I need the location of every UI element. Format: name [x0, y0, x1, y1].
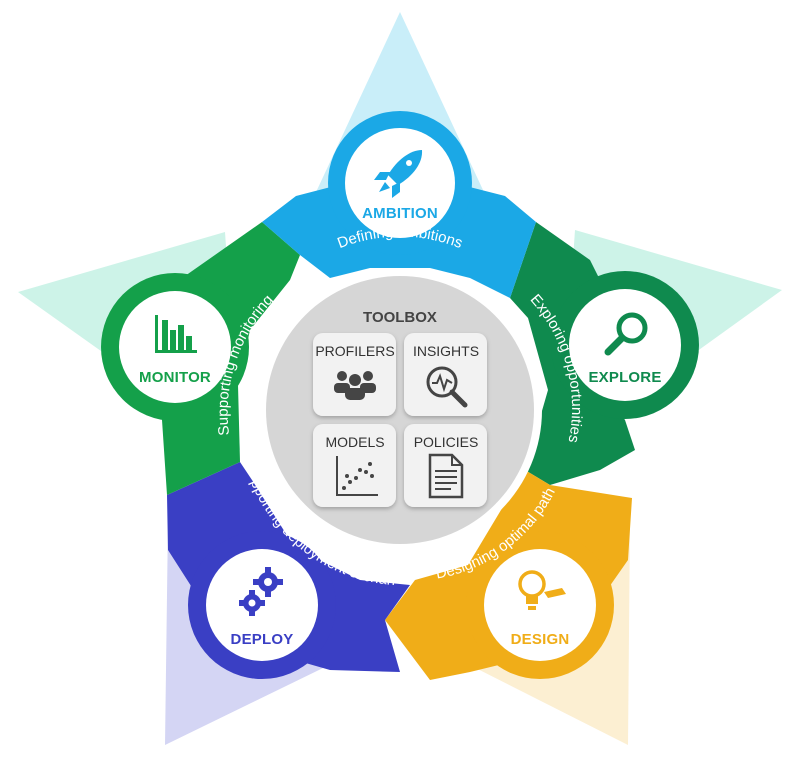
- document-icon: [428, 453, 464, 499]
- tile-insights[interactable]: INSIGHTS: [404, 333, 487, 416]
- explore-title: EXPLORE: [588, 369, 661, 386]
- tile-models[interactable]: MODELS: [313, 424, 396, 507]
- ambition-title: AMBITION: [362, 205, 438, 222]
- tile-policies[interactable]: POLICIES: [404, 424, 487, 507]
- design-title: DESIGN: [511, 631, 570, 648]
- magnifier-icon: [604, 312, 648, 356]
- toolbox: TOOLBOX PROFILERS INSIGHTS MODELS: [258, 268, 542, 552]
- analytics-magnifier-icon: [426, 366, 468, 408]
- tile-label-insights: INSIGHTS: [413, 343, 479, 359]
- tile-label-policies: POLICIES: [414, 434, 479, 450]
- tile-label-profilers: PROFILERS: [315, 343, 394, 359]
- toolbox-title: TOOLBOX: [363, 309, 437, 326]
- tile-label-models: MODELS: [325, 434, 384, 450]
- badge-ambition[interactable]: AMBITION: [328, 111, 472, 255]
- gears-icon: [239, 567, 283, 616]
- badge-design[interactable]: DESIGN: [466, 531, 614, 679]
- people-icon: [334, 371, 376, 400]
- scatter-plot-icon: [336, 456, 378, 496]
- badge-explore[interactable]: EXPLORE: [551, 271, 699, 419]
- badge-deploy[interactable]: DEPLOY: [188, 531, 336, 679]
- lightbulb-icon: [518, 570, 566, 610]
- rocket-icon: [374, 150, 423, 198]
- deploy-title: DEPLOY: [231, 631, 294, 648]
- monitor-title: MONITOR: [139, 369, 211, 386]
- badge-monitor[interactable]: MONITOR: [101, 273, 249, 421]
- tile-profilers[interactable]: PROFILERS: [313, 333, 396, 416]
- bar-chart-icon: [155, 315, 197, 353]
